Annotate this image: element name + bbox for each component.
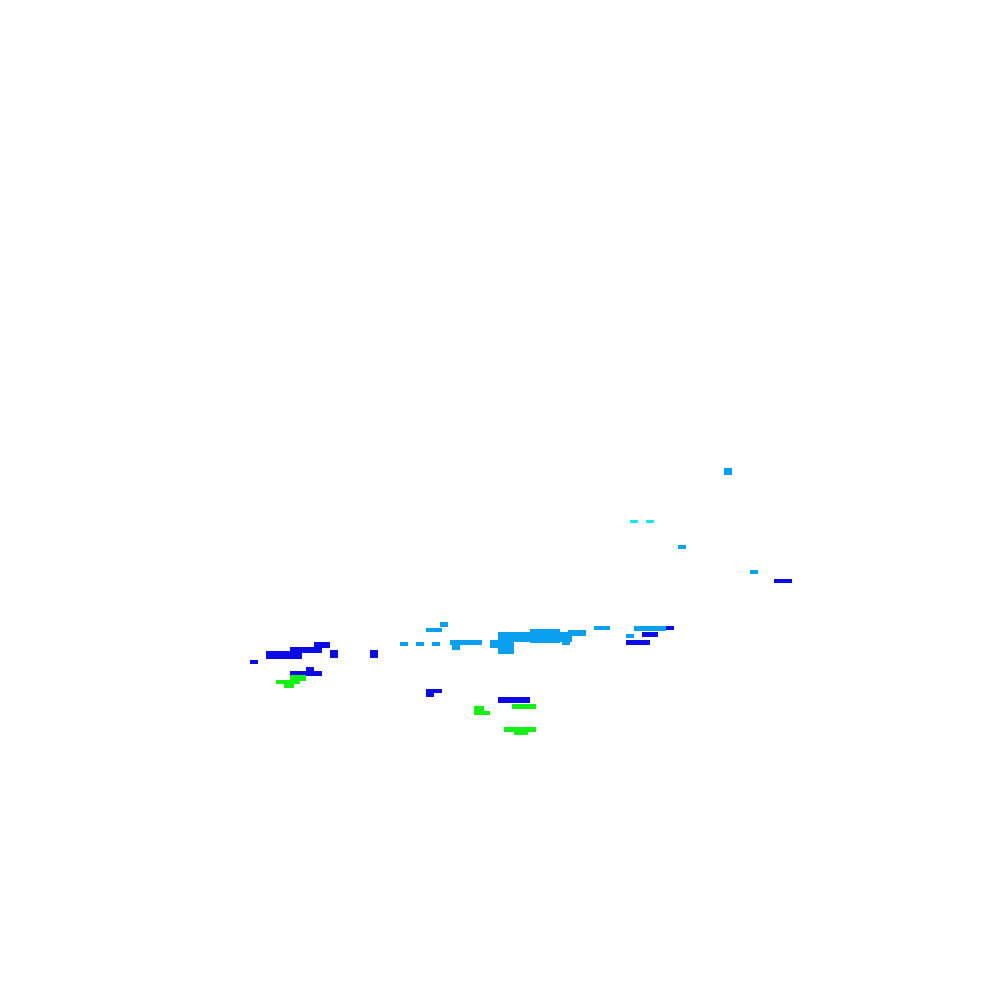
blue-patch <box>314 642 330 648</box>
green-patch <box>482 711 490 715</box>
light-blue-patch <box>568 630 586 636</box>
light-blue-patch <box>498 632 538 642</box>
green-patch <box>514 730 528 735</box>
blue-patch <box>370 650 378 658</box>
light-blue-patch <box>450 640 482 645</box>
green-patch <box>504 727 536 732</box>
light-blue-patch <box>440 622 448 627</box>
green-patch <box>474 706 484 715</box>
blue-patch <box>626 640 650 645</box>
light-blue-patch <box>594 626 610 630</box>
light-blue-patch <box>530 629 560 643</box>
green-patch <box>290 675 306 681</box>
green-patch <box>284 683 294 688</box>
light-blue-patch <box>678 545 686 549</box>
blue-patch <box>290 647 322 653</box>
light-blue-patch <box>634 626 666 631</box>
cyan-patch <box>646 520 654 523</box>
light-blue-patch <box>426 628 442 632</box>
light-blue-patch <box>416 642 424 646</box>
light-blue-patch <box>452 645 460 650</box>
blue-patch <box>774 579 792 583</box>
light-blue-patch <box>562 640 570 645</box>
light-blue-patch <box>724 468 732 475</box>
light-blue-patch <box>400 642 408 646</box>
green-patch <box>512 704 536 709</box>
blue-patch <box>426 692 434 697</box>
light-blue-patch <box>490 640 514 648</box>
light-blue-patch <box>498 646 514 654</box>
cyan-patch <box>630 520 638 523</box>
blue-patch <box>250 660 258 664</box>
blue-patch <box>266 651 302 659</box>
blue-patch <box>290 671 322 676</box>
blue-patch <box>642 632 658 637</box>
blue-patch <box>498 697 530 703</box>
blue-patch <box>330 650 338 658</box>
blue-patch <box>426 689 442 693</box>
light-blue-patch <box>626 634 634 638</box>
light-blue-patch <box>750 570 758 574</box>
light-blue-patch <box>432 642 440 646</box>
green-patch <box>276 680 300 684</box>
blue-patch <box>666 626 674 630</box>
light-blue-patch <box>556 632 572 642</box>
blue-patch <box>306 667 314 672</box>
